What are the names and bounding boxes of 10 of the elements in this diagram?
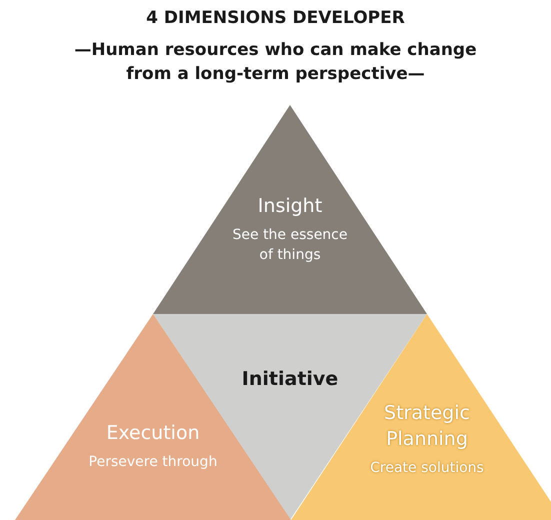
dimension-description: Create solutions xyxy=(369,459,485,478)
dimension-description: See the essence of things xyxy=(232,226,348,265)
subtitle: —Human resources who can make change from a long-term perspective— xyxy=(73,39,478,86)
dimension-description: Persevere through xyxy=(88,453,218,472)
dimension-heading: Strategic Planning xyxy=(383,401,471,452)
dimension-heading: Initiative xyxy=(240,367,340,392)
dimension-heading: Execution xyxy=(105,421,201,446)
triangle-segment xyxy=(153,105,427,314)
dimension-heading: Insight xyxy=(256,194,324,219)
diagram-title: 4 DIMENSIONS DEVELOPER xyxy=(145,8,406,28)
